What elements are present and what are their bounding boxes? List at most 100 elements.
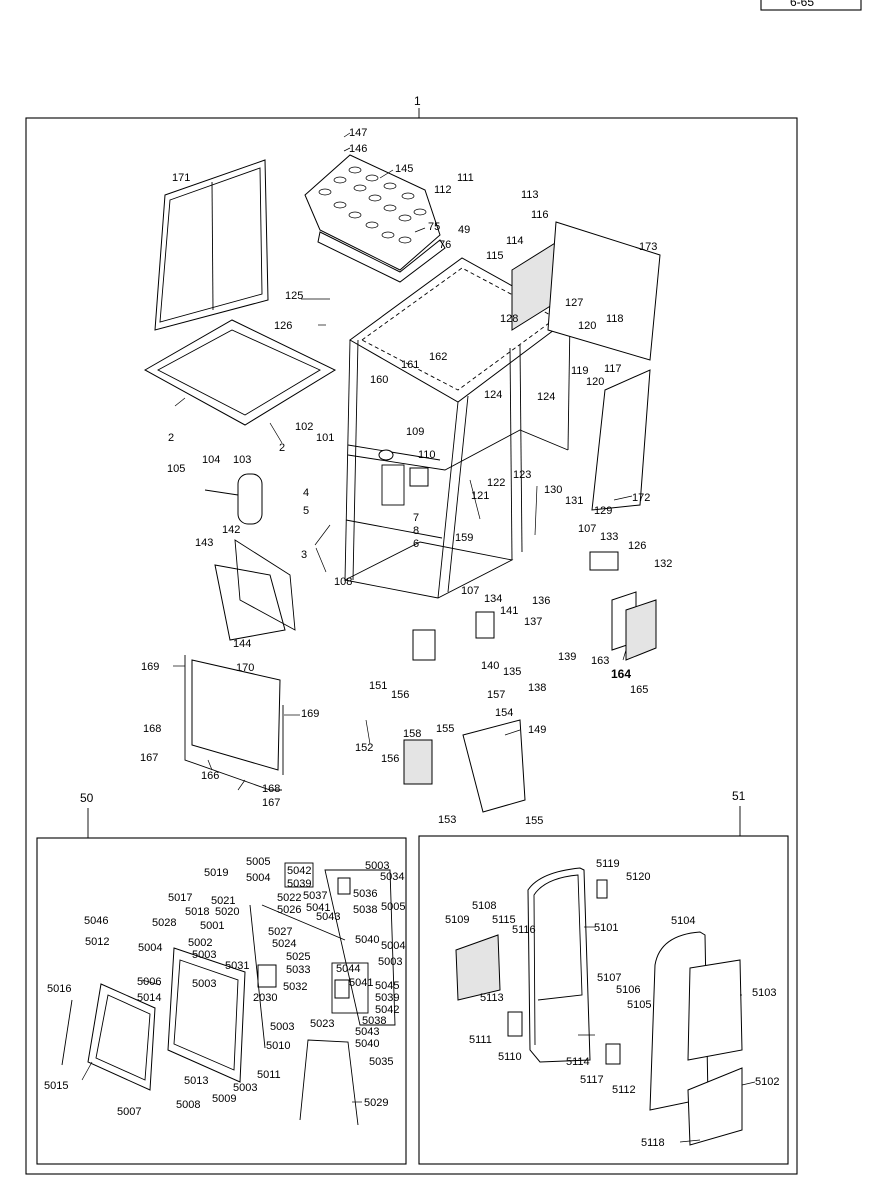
callout-5003e: 5003 <box>270 1021 294 1033</box>
callout-5105: 5105 <box>627 999 651 1011</box>
callout-5022: 5022 <box>277 892 301 904</box>
callout-117: 117 <box>604 363 622 375</box>
callout-5044: 5044 <box>336 963 360 975</box>
callout-5106: 5106 <box>616 984 640 996</box>
callout-110: 110 <box>418 449 436 461</box>
callout-134: 134 <box>484 593 502 605</box>
callout-168a: 168 <box>143 723 161 735</box>
callout-5020: 5020 <box>215 906 239 918</box>
callout-5102: 5102 <box>755 1076 779 1088</box>
callout-122: 122 <box>487 477 505 489</box>
callout-143: 143 <box>195 537 213 549</box>
callout-5041a: 5041 <box>306 902 330 914</box>
callout-5107: 5107 <box>597 972 621 984</box>
callout-128: 128 <box>500 313 518 325</box>
callout-5033: 5033 <box>286 964 310 976</box>
callout-5034: 5034 <box>380 871 404 883</box>
callout-171: 171 <box>172 172 190 184</box>
callout-labels-door-51: 5119 5120 5108 5109 5115 5116 5101 5104 … <box>445 858 779 1149</box>
callout-5010: 5010 <box>266 1040 290 1052</box>
callout-5028: 5028 <box>152 917 176 929</box>
callout-144: 144 <box>233 638 251 650</box>
callout-5039b: 5039 <box>375 992 399 1004</box>
callout-169b: 169 <box>301 708 319 720</box>
callout-5004b: 5004 <box>138 942 162 954</box>
callout-5042b: 5042 <box>375 1004 399 1016</box>
callout-109: 109 <box>406 426 424 438</box>
callout-156b: 156 <box>381 753 399 765</box>
callout-labels-door-50: 5005 5004 5042 5039 5003 5034 5037 5041 … <box>44 856 405 1118</box>
callout-7: 7 <box>413 512 419 524</box>
callout-139: 139 <box>558 651 576 663</box>
callout-147: 147 <box>349 127 367 139</box>
callout-5029: 5029 <box>364 1097 388 1109</box>
callout-5016: 5016 <box>47 983 71 995</box>
callout-127: 127 <box>565 297 583 309</box>
callout-157: 157 <box>487 689 505 701</box>
callout-167a: 167 <box>140 752 158 764</box>
callout-5041b: 5041 <box>349 977 373 989</box>
assembly-door-left-label: 50 <box>80 791 94 805</box>
callout-166: 166 <box>201 770 219 782</box>
door-right-parts <box>455 867 743 1146</box>
callout-161: 161 <box>401 359 419 371</box>
callout-167b: 167 <box>262 797 280 809</box>
callout-2030: 2030 <box>253 992 277 1004</box>
door-left-subassembly-frame: 50 <box>36 791 407 1165</box>
callout-76: 76 <box>439 239 451 251</box>
callout-75: 75 <box>428 221 440 233</box>
callout-120b: 120 <box>586 376 604 388</box>
callout-124a: 124 <box>484 389 502 401</box>
callout-5026: 5026 <box>277 904 301 916</box>
rear-vent-assembly <box>611 591 657 661</box>
leader-lines <box>81 132 756 1143</box>
callout-5032: 5032 <box>283 981 307 993</box>
callout-5025: 5025 <box>286 951 310 963</box>
callout-113: 113 <box>521 189 539 201</box>
callout-116: 116 <box>531 209 549 221</box>
callout-5101: 5101 <box>594 922 618 934</box>
callout-5011: 5011 <box>257 1069 281 1081</box>
callout-5045: 5045 <box>375 980 399 992</box>
mirror-103 <box>204 473 263 525</box>
page-code-box: 6-65 <box>760 0 862 11</box>
callout-101: 101 <box>316 432 334 444</box>
callout-5042a: 5042 <box>287 865 311 877</box>
roof-window-2 <box>143 319 337 426</box>
callout-5015: 5015 <box>44 1080 68 1092</box>
callout-5004c: 5004 <box>381 940 405 952</box>
callout-121: 121 <box>471 490 489 502</box>
callout-5007: 5007 <box>117 1106 141 1118</box>
callout-5012: 5012 <box>85 936 109 948</box>
callout-5113: 5113 <box>480 992 504 1004</box>
callout-5043b: 5043 <box>355 1026 379 1038</box>
callout-5116: 5116 <box>512 924 536 936</box>
callout-137: 137 <box>524 616 542 628</box>
callout-5018: 5018 <box>185 906 209 918</box>
callout-5027: 5027 <box>268 926 292 938</box>
callout-5038b: 5038 <box>362 1015 386 1027</box>
callout-5119: 5119 <box>596 858 620 870</box>
callout-5037: 5037 <box>303 890 327 902</box>
callout-5039a: 5039 <box>287 878 311 890</box>
callout-132: 132 <box>654 558 672 570</box>
callout-labels: 147 146 145 75 76 171 111 112 113 116 17… <box>140 127 672 827</box>
callout-5006: 5006 <box>137 976 161 988</box>
callout-159: 159 <box>455 532 473 544</box>
callout-135: 135 <box>503 666 521 678</box>
rear-glass-170 <box>184 655 284 791</box>
callout-5009: 5009 <box>212 1093 236 1105</box>
callout-158: 158 <box>403 728 421 740</box>
callout-5103: 5103 <box>752 987 776 999</box>
side-window-173 <box>547 221 661 361</box>
callout-49: 49 <box>458 224 470 236</box>
callout-130: 130 <box>544 484 562 496</box>
callout-155b: 155 <box>525 815 543 827</box>
callout-5038a: 5038 <box>353 904 377 916</box>
callout-112: 112 <box>434 184 452 196</box>
callout-5023: 5023 <box>310 1018 334 1030</box>
side-window-172 <box>591 369 651 511</box>
callout-5003d: 5003 <box>192 978 216 990</box>
front-window-171 <box>154 159 269 331</box>
assembly-door-right-label: 51 <box>732 789 746 803</box>
